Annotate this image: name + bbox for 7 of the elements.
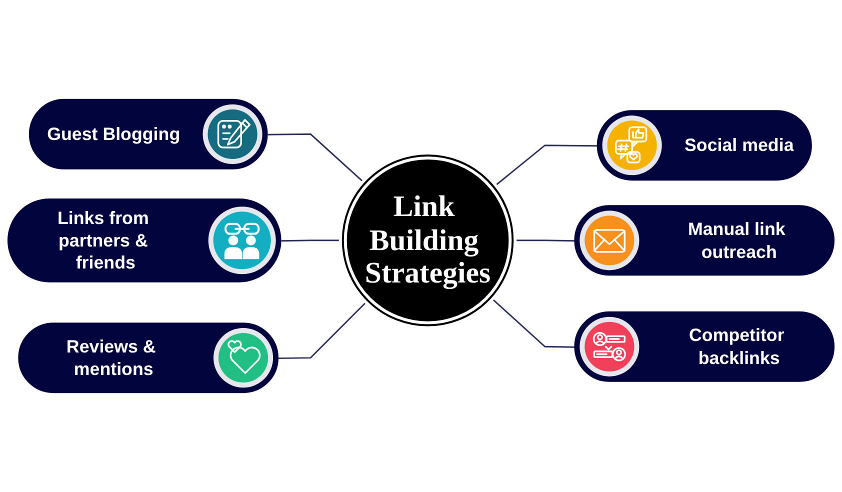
connector [281, 240, 340, 242]
connector [495, 144, 598, 186]
connector [492, 298, 576, 348]
connector [515, 240, 576, 242]
connector [268, 133, 364, 182]
connector [278, 302, 367, 360]
node-circle: Link Building Strategies [338, 152, 517, 330]
